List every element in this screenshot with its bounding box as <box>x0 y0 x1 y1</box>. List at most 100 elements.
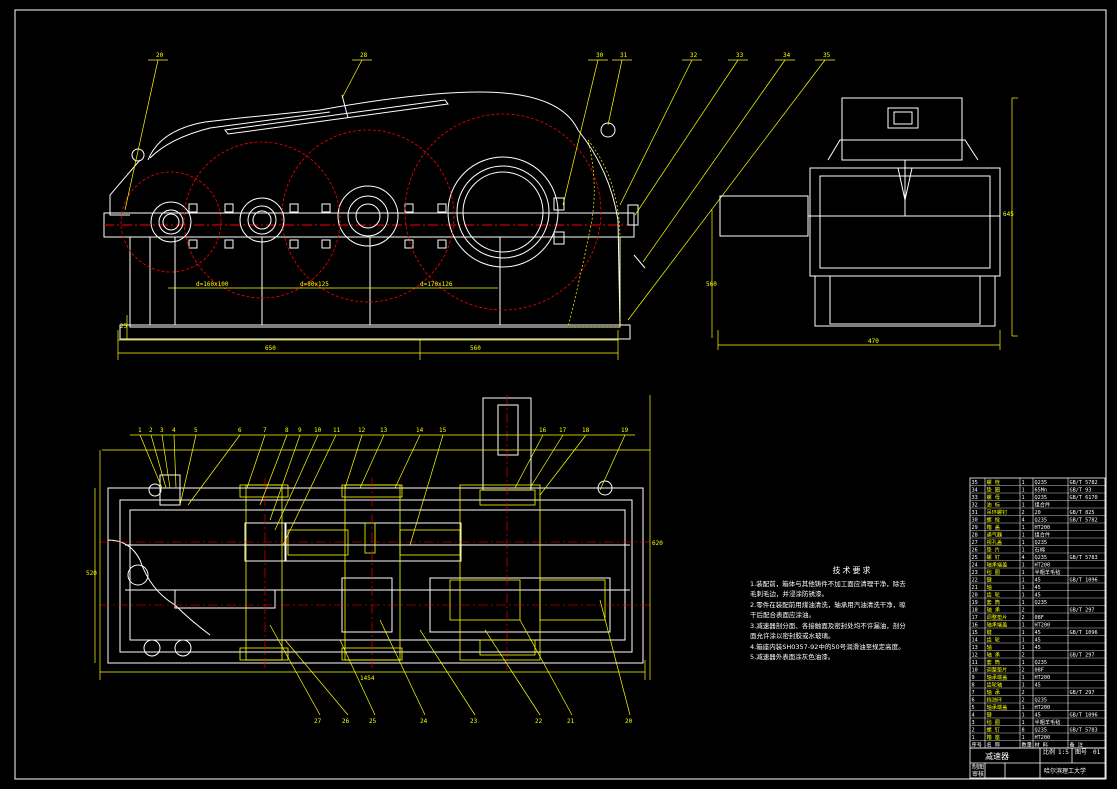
parts-list-cell: Q235 <box>1035 600 1048 606</box>
parts-list-cell: 齿 轮 <box>987 635 1001 643</box>
balloon-plan-11: 11 <box>333 427 341 434</box>
parts-list-cell: 14 <box>972 637 978 643</box>
title-block-scale-label: 比例 <box>1043 748 1055 756</box>
parts-list-cell: 8 <box>1022 727 1025 733</box>
parts-list-cell: 45 <box>1035 682 1041 688</box>
parts-list-cell: 1 <box>1022 592 1025 598</box>
parts-list-cell: 4 <box>1022 517 1025 523</box>
parts-list-cell: 13 <box>972 645 978 651</box>
parts-list-cell: 2 <box>1022 607 1025 613</box>
parts-list-cell: 毡 圈 <box>987 718 1001 726</box>
parts-list-cell: 1 <box>972 735 975 741</box>
side-dim-645: 645 <box>1003 211 1014 218</box>
parts-list-cell: 20 <box>1035 510 1041 516</box>
balloon-plan-22: 22 <box>535 718 543 725</box>
parts-list-cell: 齿 轮 <box>987 590 1001 598</box>
parts-list-cell: 4 <box>972 712 975 718</box>
parts-list-cell: 45 <box>1035 637 1041 643</box>
parts-list-cell: GB/T 825 <box>1070 510 1095 516</box>
balloon-plan-14: 14 <box>416 427 424 434</box>
tech-item: 面允许涂以密封胶或水玻璃。 <box>750 632 835 640</box>
parts-list-cell: 石棉 <box>1035 545 1045 553</box>
parts-list-cell: 1 <box>1022 502 1025 508</box>
tech-item: 干后配合表面应涂油。 <box>750 611 815 619</box>
parts-list-cell: 螺 栓 <box>987 515 1001 523</box>
balloon-plan-23: 23 <box>470 718 478 725</box>
balloon-plan-17: 17 <box>559 427 567 434</box>
front-view-section-hatch <box>567 139 621 328</box>
parts-list-cell: 组合件 <box>1035 500 1051 508</box>
parts-list-cell: 1 <box>1022 712 1025 718</box>
balloon-front-2: 30 <box>596 52 604 59</box>
parts-list-cell: 1 <box>1022 720 1025 726</box>
parts-list-cell: 9 <box>972 675 975 681</box>
parts-list-cell: HT200 <box>1035 562 1051 568</box>
tech-item: 2.零件在装配前用煤油清洗，轴承用汽油清洗干净，晾 <box>750 600 906 609</box>
parts-list-cell: 11 <box>972 660 978 666</box>
parts-list-header-cell: 备 注 <box>1070 740 1084 748</box>
parts-list-cell: GB/T 297 <box>1070 690 1095 696</box>
parts-list-cell: 轴 承 <box>987 650 1001 658</box>
title-block-school: 哈尔滨理工大学 <box>1044 767 1086 775</box>
balloon-front-6: 34 <box>783 52 791 59</box>
parts-list-cell: 31 <box>972 510 978 516</box>
parts-list-cell: 轴 <box>987 583 992 591</box>
plan-dim-620: 620 <box>652 540 663 547</box>
side-dim-560: 560 <box>706 281 717 288</box>
plan-view <box>107 397 644 664</box>
parts-list-cell: 1 <box>1022 570 1025 576</box>
balloon-front-1: 28 <box>360 52 368 59</box>
side-view-dimensions <box>711 97 1018 350</box>
parts-list-cell: 08F <box>1035 667 1044 673</box>
parts-list-cell: 4 <box>1022 555 1025 561</box>
parts-list-cell: 1 <box>1022 637 1025 643</box>
parts-list-cell: 2 <box>1022 690 1025 696</box>
parts-list-cell: 1 <box>1022 675 1025 681</box>
side-dim-470: 470 <box>868 338 879 345</box>
front-view-dimensions <box>117 59 835 360</box>
balloon-plan-18: 18 <box>582 427 590 434</box>
parts-list-cell: 1 <box>1022 630 1025 636</box>
parts-list-cell: 1 <box>1022 682 1025 688</box>
balloon-plan-26: 26 <box>342 718 350 725</box>
parts-list-cell: 30 <box>972 517 978 523</box>
parts-list-cell: GB/T 93 <box>1070 487 1092 493</box>
front-dim-650: 650 <box>265 345 276 352</box>
parts-list-cell: 17 <box>972 615 978 621</box>
parts-list-cell: GB/T 1096 <box>1070 577 1098 583</box>
parts-list-cell: 19 <box>972 600 978 606</box>
title-block-checked-label: 审核 <box>972 770 984 778</box>
parts-list-cell: 1 <box>1022 660 1025 666</box>
plan-view-center-lines <box>100 395 650 670</box>
front-center-dist-0: d=160x100 <box>196 281 229 288</box>
parts-list-cell: 32 <box>972 502 978 508</box>
parts-list-cell: 毡 圈 <box>987 568 1001 576</box>
parts-list-cell: Q235 <box>1035 540 1048 546</box>
balloon-plan-4: 4 <box>172 427 176 434</box>
parts-list-cell: GB/T 5782 <box>1070 517 1098 523</box>
drawing-border <box>14 9 1107 780</box>
parts-list-cell: 22 <box>972 577 978 583</box>
parts-list-cell: 2 <box>1022 615 1025 621</box>
parts-list-cell: HT200 <box>1035 705 1051 711</box>
parts-list-cell: 23 <box>972 570 978 576</box>
tech-item: 毛刺毛边，并浸涂防锈漆。 <box>750 590 828 598</box>
parts-list-cell: 轴 承 <box>987 605 1001 613</box>
technical-requirements: 技术要求 1.装配前，箱体与其他铸件不加工面应清理干净，除去 毛刺毛边，并浸涂防… <box>750 566 925 663</box>
parts-list-cell: Q235 <box>1035 727 1048 733</box>
parts-list-header-cell: 序号 <box>972 740 982 748</box>
tech-item: 1.装配前，箱体与其他铸件不加工面应清理干净，除去 <box>750 579 906 588</box>
parts-list-cell: 8 <box>972 682 975 688</box>
parts-list-cell: 2 <box>972 727 975 733</box>
balloon-front-7: 35 <box>823 52 831 59</box>
balloon-plan-1: 1 <box>138 427 142 434</box>
title-block-scale: 1:5 <box>1058 749 1069 756</box>
parts-list-cell: 7 <box>972 690 975 696</box>
parts-list-cell: 45 <box>1035 592 1041 598</box>
parts-list-cell: GB/T 297 <box>1070 607 1095 613</box>
parts-list-cell: 调整垫片 <box>987 613 1008 621</box>
parts-list-cell: 套 筒 <box>987 658 1001 666</box>
plan-dim-1454: 1454 <box>360 675 375 682</box>
parts-list-cell: 1 <box>1022 577 1025 583</box>
tech-title: 技术要求 <box>832 566 873 575</box>
